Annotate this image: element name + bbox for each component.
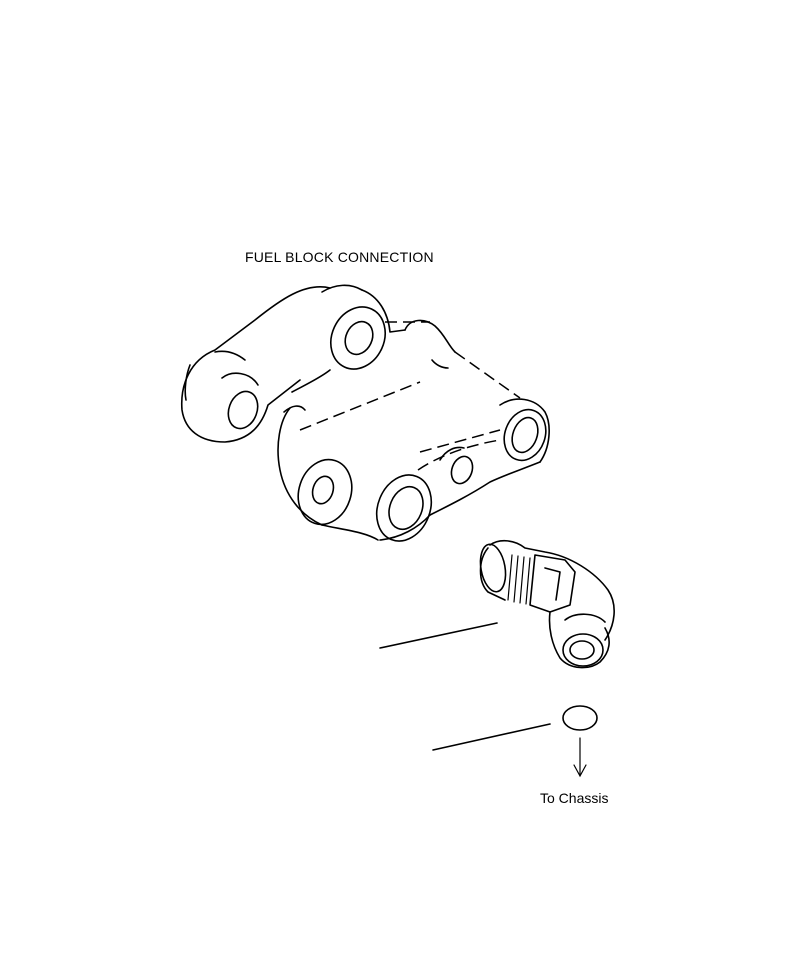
elbow-fitting-drawing (479, 539, 615, 669)
diagram-title: FUEL BLOCK CONNECTION (245, 249, 434, 265)
o-ring-leader-line (432, 723, 551, 751)
arrow-down-icon (573, 737, 587, 778)
fuel-block-drawing (180, 284, 550, 542)
destination-label: To Chassis (540, 790, 609, 806)
o-ring-drawing (562, 705, 598, 731)
fitting-leader-line (379, 622, 498, 649)
